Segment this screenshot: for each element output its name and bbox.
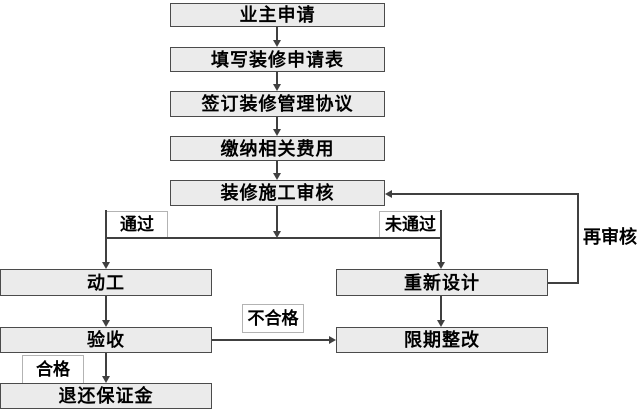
arrowhead-down-icon: [102, 376, 110, 383]
edge-label-unqualified: 不合格: [242, 304, 304, 333]
arrowhead-down-icon: [273, 84, 281, 91]
edge-start-to-acceptance: [105, 296, 107, 320]
node-owner-application: 业主申请: [170, 3, 385, 27]
edge-redesign-to-rectification: [440, 296, 442, 320]
edge-label-qualified: 合格: [22, 355, 84, 384]
edge-acceptance-to-rectification: [212, 339, 329, 341]
node-redesign: 重新设计: [336, 269, 548, 296]
edge-agreement-to-fees: [276, 117, 278, 129]
arrowhead-down-icon: [437, 262, 445, 269]
arrowhead-down-icon: [102, 320, 110, 327]
branch-left-drop: [105, 210, 107, 263]
arrowhead-down-icon: [273, 40, 281, 47]
node-acceptance: 验收: [0, 327, 212, 353]
node-construction-review: 装修施工审核: [170, 180, 385, 206]
arrowhead-right-icon: [329, 336, 336, 344]
node-start-work: 动工: [0, 269, 212, 296]
branch-right-drop: [440, 210, 442, 263]
edge-review-to-branch: [276, 206, 278, 231]
edge-acceptance-to-refund: [105, 353, 107, 376]
edge-label-re-review: 再审核: [583, 227, 637, 247]
arrowhead-down-icon: [273, 173, 281, 180]
arrowhead-down-icon: [437, 320, 445, 327]
node-refund-deposit: 退还保证金: [0, 383, 212, 409]
arrowhead-left-icon: [385, 190, 392, 198]
loop-vertical-segment: [577, 193, 579, 284]
arrowhead-down-icon: [102, 262, 110, 269]
loop-bottom-segment: [548, 282, 578, 284]
edge-label-pass: 通过: [106, 211, 168, 238]
node-sign-management-agreement: 签订装修管理协议: [170, 91, 385, 117]
edge-form-to-agreement: [276, 72, 278, 84]
loop-top-segment: [392, 193, 579, 195]
arrowhead-down-icon: [273, 231, 281, 238]
edge-fees-to-review: [276, 161, 278, 173]
edge-label-fail: 未通过: [379, 211, 442, 238]
branch-horizontal-line: [106, 237, 442, 239]
node-rectification: 限期整改: [336, 327, 548, 353]
node-pay-fees: 缴纳相关费用: [170, 136, 385, 161]
edge-owner-to-form: [276, 27, 278, 40]
node-fill-application-form: 填写装修申请表: [170, 47, 385, 72]
arrowhead-down-icon: [273, 129, 281, 136]
